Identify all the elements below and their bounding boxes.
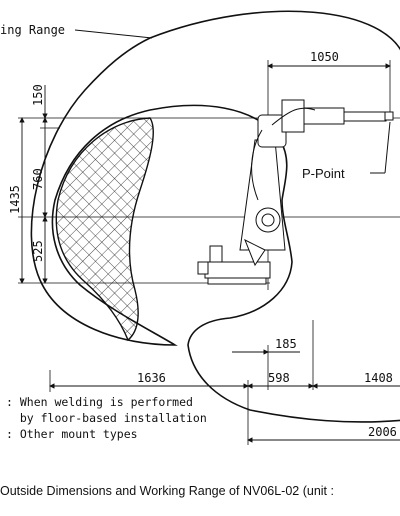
- bottom-dimensions: [49, 349, 400, 443]
- dim-185: 185: [275, 337, 297, 351]
- dim-760: 760: [31, 168, 45, 190]
- legend-line-3: : Other mount types: [6, 427, 138, 441]
- p-point-label: P-Point: [302, 166, 345, 181]
- dim-1050: 1050: [310, 50, 339, 64]
- working-range-leader: [74, 29, 153, 39]
- vertical-dimensions: [19, 85, 48, 284]
- dim-598: 598: [268, 371, 290, 385]
- robot-arm: [197, 99, 394, 285]
- working-range-label: ing Range: [0, 23, 65, 37]
- legend-line-2: by floor-based installation: [6, 411, 207, 425]
- dim-150: 150: [31, 84, 45, 106]
- dim-1408: 1408: [364, 371, 393, 385]
- legend-line-1: : When welding is performed: [6, 395, 193, 409]
- welding-range-hatched: [55, 117, 154, 342]
- dim-2006: 2006: [368, 425, 397, 439]
- figure-caption: Outside Dimensions and Working Range of …: [0, 484, 334, 498]
- dim-525: 525: [31, 240, 45, 262]
- dim-1636: 1636: [137, 371, 166, 385]
- p-point-leader-up: [384, 121, 391, 174]
- dim-1435: 1435: [8, 185, 22, 214]
